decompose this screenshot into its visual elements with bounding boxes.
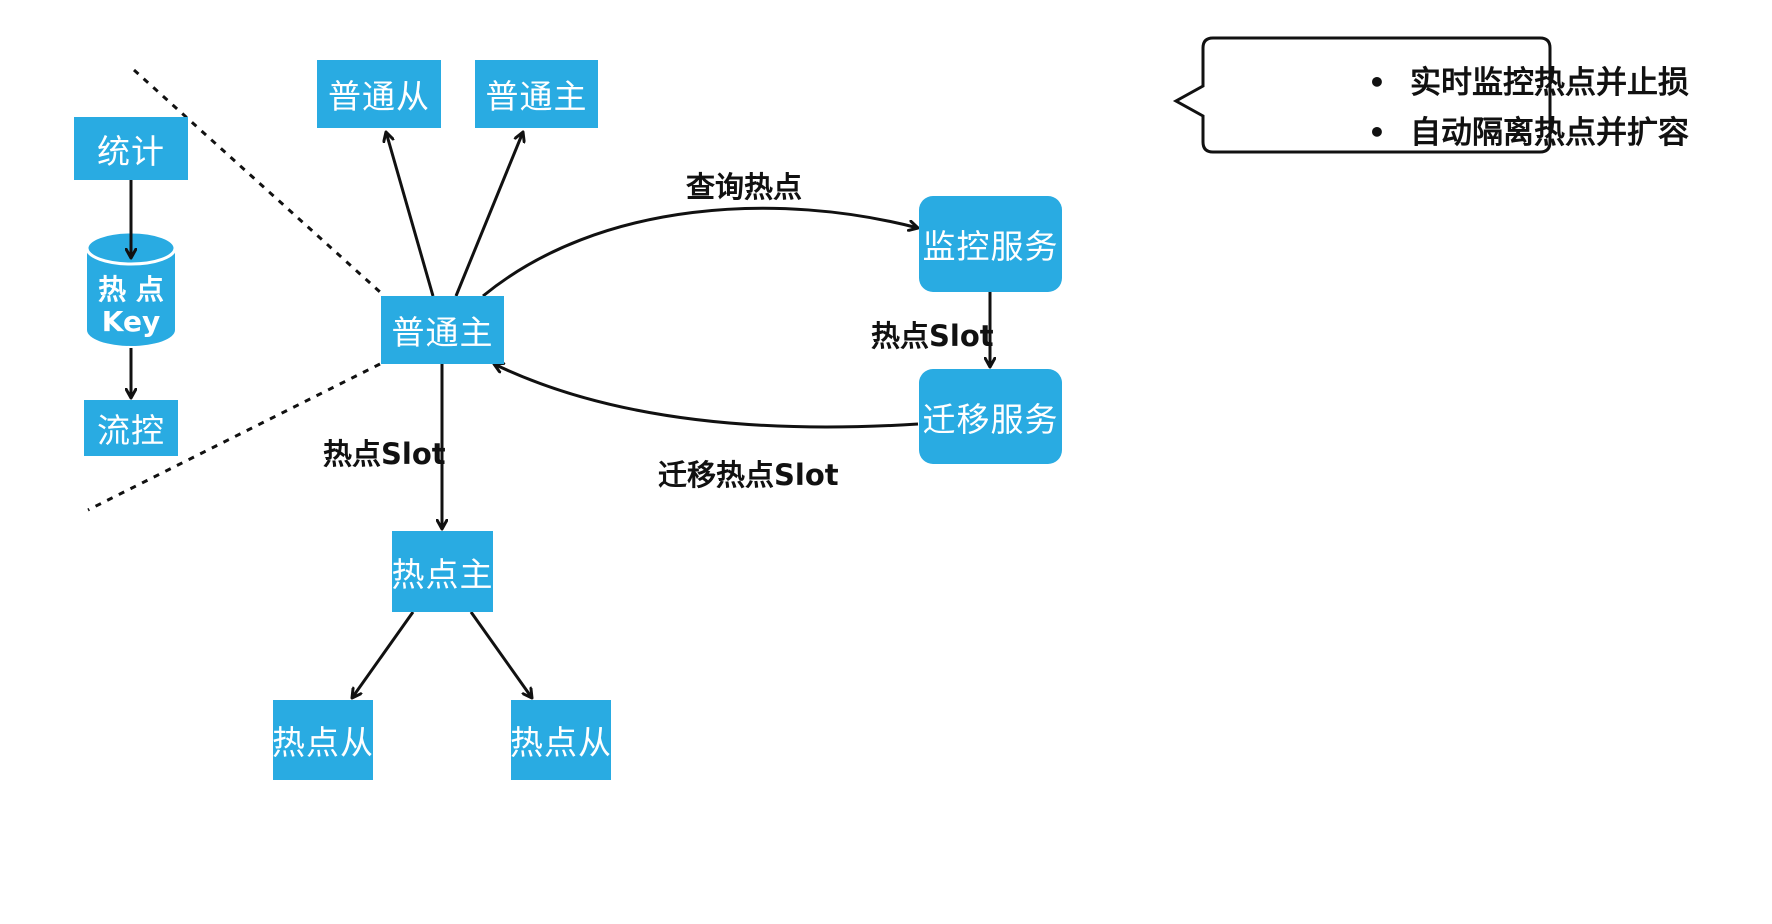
arrow-hot-master-to-slave-1 [352, 611, 415, 698]
normal-master-top-box: 普通主 [475, 60, 598, 128]
flow-control-box: 流控 [84, 400, 178, 456]
monitor-service-box: 监控服务 [919, 196, 1062, 292]
callout-item: • 自动隔离热点并扩容 [1368, 108, 1689, 158]
edge-label-query-hot: 查询热点 [686, 170, 803, 204]
bullet-icon: • [1368, 66, 1386, 99]
hot-key-label-top: 热 点 [98, 273, 164, 306]
callout-item-text: 实时监控热点并止损 [1410, 65, 1689, 101]
arrow-migrate-hot-slot [494, 364, 919, 429]
divider-line-lower [87, 362, 381, 512]
arrow-hot-master-to-slave-2 [469, 611, 532, 698]
edge-label-migrate-hot-slot: 迁移热点Slot [658, 458, 839, 492]
edge-label-hot-slot-right: 热点Slot [871, 319, 994, 353]
hot-slave-box-1: 热点从 [272, 700, 373, 780]
arrow-master-to-normal-slave [386, 132, 435, 297]
stats-box: 统计 [74, 117, 188, 180]
arrow-master-to-normal-master-top [454, 132, 523, 297]
migrate-service-box: 迁移服务 [919, 369, 1062, 464]
callout-item: • 实时监控热点并止损 [1368, 58, 1689, 108]
hot-key-label-bottom: Key [101, 305, 161, 338]
hot-master-box: 热点主 [392, 531, 493, 612]
callout-list: • 实时监控热点并止损 • 自动隔离热点并扩容 [1368, 58, 1689, 158]
normal-slave-box: 普通从 [317, 60, 441, 128]
arrow-query-hot [482, 206, 918, 298]
callout-item-text: 自动隔离热点并扩容 [1410, 115, 1689, 151]
bullet-icon: • [1368, 116, 1386, 149]
normal-master-box: 普通主 [381, 296, 504, 364]
callout-bubble [1172, 36, 1552, 154]
edge-label-hot-slot-down: 热点Slot [323, 437, 446, 471]
divider-line-upper [132, 68, 382, 294]
hot-slave-box-2: 热点从 [510, 700, 611, 780]
